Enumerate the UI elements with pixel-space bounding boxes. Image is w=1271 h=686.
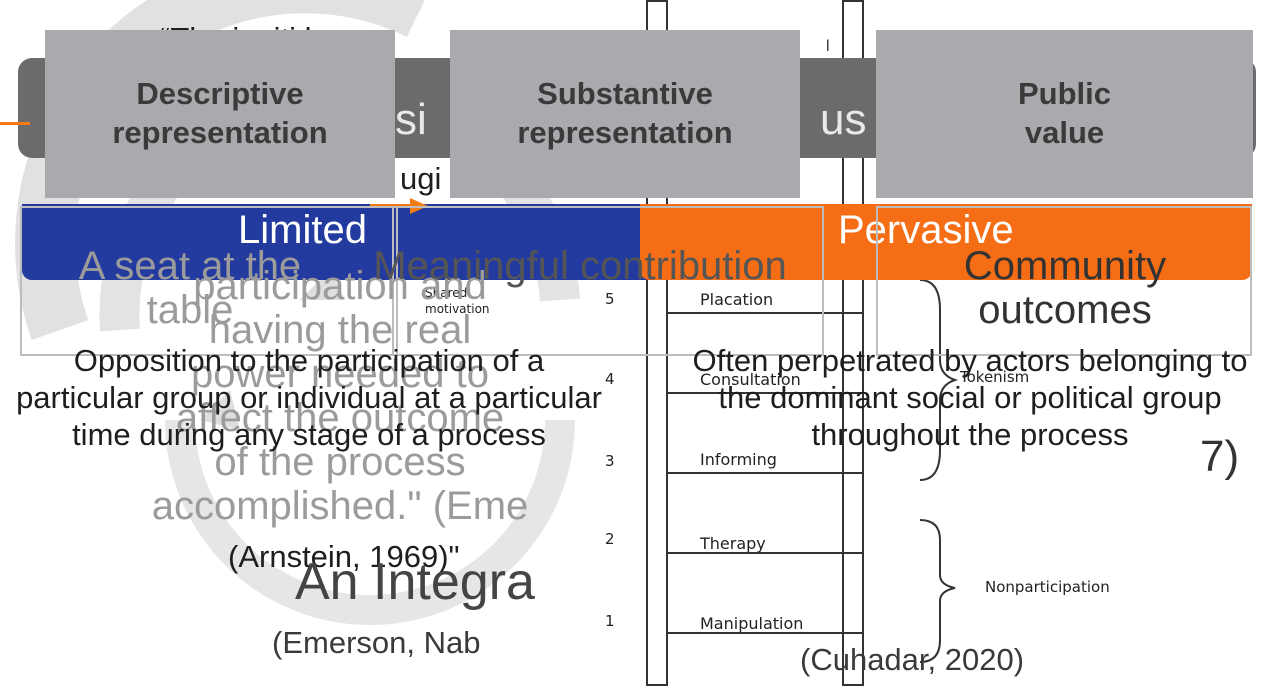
column-outline-substantive — [392, 206, 824, 356]
rung-label-placation: Placation — [700, 290, 774, 309]
ladder-braces — [919, 279, 959, 663]
cycle-label: Shared motivation — [425, 286, 490, 316]
quote-text: participation and having the real power … — [151, 264, 529, 528]
ladder-right-rail — [842, 0, 864, 686]
title-fragment: us — [820, 95, 867, 144]
header-descriptive-representation: Descriptive representation — [45, 30, 395, 198]
rung-number: 4 — [605, 370, 615, 388]
quote-fragment-2: ugi — [400, 161, 442, 196]
rung-number: 3 — [605, 452, 615, 470]
accent-line — [0, 122, 30, 125]
ladder-rung — [668, 312, 862, 314]
limited-label: Limited — [238, 208, 367, 252]
label-meaningful-contribution: Meaningful contribution — [373, 244, 787, 288]
tokenism-label: Tokenism — [960, 368, 1030, 386]
quote-citation: (Arnstein, 1969)" — [228, 539, 460, 574]
column-outline-descriptive — [20, 206, 398, 356]
nonparticipation-label: Nonparticipation — [985, 578, 1110, 596]
rung-label-informing: Informing — [700, 450, 777, 469]
rung-label-consultation: Consultation — [700, 370, 801, 389]
descriptive-description: Opposition to the participation of a par… — [16, 343, 602, 453]
substantive-description: Often perpetrated by actors belonging to… — [692, 343, 1248, 453]
label-community-outcomes: Community outcomes — [963, 244, 1167, 332]
integrated-fragment: An Integra — [295, 553, 535, 611]
rung-number: 1 — [605, 612, 615, 630]
integrated-citation: (Emerson, Nab — [272, 625, 481, 660]
ladder-top-fragment: l — [826, 38, 830, 55]
ladder-rung — [668, 472, 862, 474]
rung-number: 2 — [605, 530, 615, 548]
cuhadar-citation: (Cuhadar, 2020) — [800, 642, 1025, 677]
pervasive-label: Pervasive — [838, 208, 1014, 252]
limited-band — [22, 204, 658, 280]
rung-label-therapy: Therapy — [700, 534, 766, 553]
label-seat-at-the-table: A seat at the table — [78, 244, 302, 332]
title-fragment: si — [395, 95, 427, 144]
citation-suffix: 7) — [1200, 432, 1240, 481]
ladder-rung — [668, 632, 862, 634]
ladder-rung — [668, 552, 862, 554]
header-substantive-representation: Substantive representation — [450, 30, 800, 198]
pervasive-band — [640, 204, 1252, 280]
column-outline-public-value — [876, 206, 1252, 356]
rung-number: 5 — [605, 290, 615, 308]
ladder-rung — [668, 392, 862, 394]
header-public-value: Public value — [876, 30, 1253, 198]
rung-label-manipulation: Manipulation — [700, 614, 804, 633]
